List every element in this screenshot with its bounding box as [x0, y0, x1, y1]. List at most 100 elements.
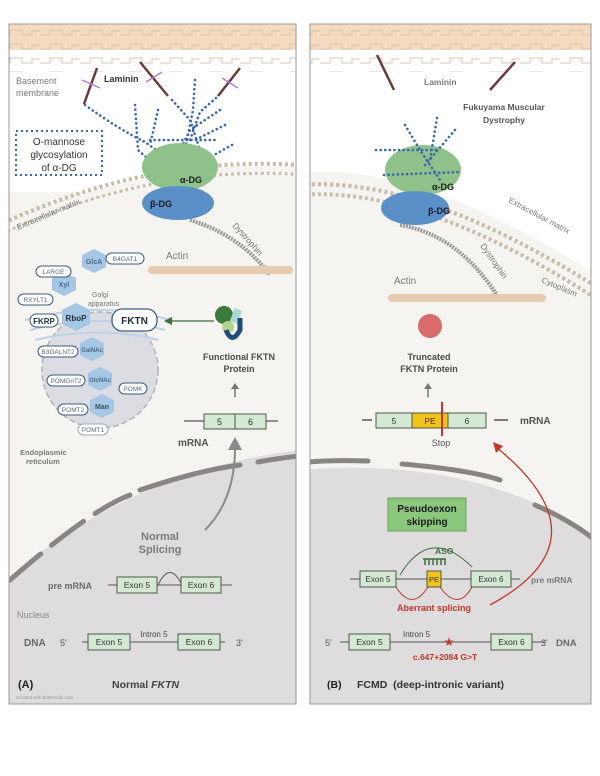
b3galnt2-label: B3GALNT2 — [41, 349, 75, 356]
normal-splicing-label-1: Normal — [141, 531, 179, 543]
aberrant-splice-arc-2 — [439, 586, 473, 600]
pomt1-enzyme-pill — [77, 423, 109, 436]
glycosylation-label-2: glycosylation — [30, 150, 87, 161]
glca-sugar-icon — [82, 249, 106, 273]
pre-mrna-pseudoexon — [426, 570, 442, 588]
functional-fktn-protein-icon — [215, 306, 243, 340]
sugar-chain — [52, 249, 114, 418]
actin-label-b: Actin — [394, 276, 416, 287]
mrna-exon-5-label: 5 — [217, 417, 222, 427]
three-prime-label-a: 3' — [236, 638, 243, 648]
truncated-protein-label-2: FKTN Protein — [400, 364, 458, 374]
stop-label: Stop — [432, 438, 451, 448]
panel-b-border — [309, 23, 592, 705]
pre-mrna-pe-label: PE — [429, 575, 439, 584]
biorender-credit: Created with BioRender.com — [16, 695, 74, 700]
pomgnt2-label: POMGnT2 — [50, 378, 81, 385]
mrna-label-b: mRNA — [520, 416, 551, 427]
alpha-dg-shape-b — [385, 145, 461, 195]
mrna-segment-6-label: 6 — [465, 416, 470, 426]
dna-exon-6-label-b: Exon 6 — [498, 637, 525, 647]
panel-a-title-prefix: Normal — [112, 679, 151, 691]
intron-5-label-b: Intron 5 — [403, 630, 431, 639]
golgi-label-1: Golgi — [92, 292, 109, 299]
pomt1-label: POMT1 — [82, 427, 105, 434]
fktn-enzyme-pill[interactable] — [111, 308, 158, 332]
golgi-label-2: apparatus — [88, 301, 120, 308]
arrowhead-icon — [493, 442, 503, 453]
rbop-label: RboP — [66, 314, 88, 323]
actin-filament-icon — [148, 266, 293, 274]
functional-protein-label-1: Functional FKTN — [203, 352, 275, 362]
arrow-up-icon — [424, 383, 432, 389]
mrna-a: 5 6 — [203, 413, 267, 430]
aberrant-splicing-label: Aberrant splicing — [397, 603, 471, 613]
splice-arc — [157, 572, 183, 586]
functional-protein-label-2: Protein — [223, 364, 254, 374]
panel-a-border — [8, 23, 297, 705]
galnac-sugar-icon — [80, 337, 104, 361]
disease-label-1: Fukuyama Muscular — [463, 102, 545, 112]
panel-a-letter: (A) — [18, 679, 34, 691]
pseudoexon-label-1: Pseudoexon — [397, 504, 456, 515]
intron-5-label-a: Intron 5 — [140, 630, 168, 639]
pre-mrna-exon-5-label-b: Exon 5 — [366, 575, 391, 584]
aso-comb-icon — [423, 558, 446, 565]
rxylt1-label: RXYLT1 — [23, 297, 47, 304]
mrna-segment-pe-label: PE — [424, 416, 436, 426]
fktn-label: FKTN — [121, 316, 148, 327]
laminin-label-a: Laminin — [104, 74, 139, 84]
beta-dg-shape-b — [381, 191, 449, 225]
dna-exon-6-label-a: Exon 6 — [186, 637, 213, 647]
er-label-1: Endoplasmic — [20, 448, 67, 457]
dna-exon-6-b — [490, 633, 533, 651]
galnac-label: GalNAc — [81, 348, 103, 354]
pre-mrna-exon-5-b — [359, 570, 397, 588]
five-prime-label-b: 5' — [325, 638, 332, 648]
glcnac-sugar-icon — [88, 367, 112, 391]
pre-mrna-exon-6 — [180, 576, 222, 594]
glcnac-label: GlcNAc — [89, 378, 111, 384]
pomt2-enzyme-pill — [57, 403, 89, 416]
dystroglycan-complex-a: α-DG β-DG — [142, 143, 218, 220]
alpha-dg-shape — [142, 143, 218, 191]
dna-exon-5-b — [348, 633, 391, 651]
pre-mrna-exon-6-b — [470, 570, 512, 588]
b3galnt2-enzyme-pill — [37, 345, 79, 358]
aberrant-splice-arc-1 — [395, 586, 429, 600]
mrna-exon-6-label: 6 — [248, 417, 253, 427]
mrna-label-a: mRNA — [178, 438, 209, 449]
beta-dg-label-a: β-DG — [150, 199, 172, 209]
pomgnt2-enzyme-pill — [46, 374, 86, 387]
pre-mrna-exon-5-label: Exon 5 — [124, 580, 151, 590]
basement-membrane-label-2: membrane — [16, 88, 59, 98]
nucleus-label: Nucleus — [17, 610, 50, 620]
xyl-label: Xyl — [59, 282, 70, 289]
glycosylation-label-3: of α-DG — [41, 163, 76, 174]
dna-label-b: DNA — [556, 638, 577, 649]
pseudoexon-label-2: skipping — [406, 517, 447, 528]
aso-label: ASO — [435, 546, 454, 556]
variant-star-icon: ★ — [444, 635, 455, 649]
pre-mrna-exon-6-label: Exon 6 — [188, 580, 215, 590]
dystrophin-icon-b — [399, 223, 502, 302]
b4gat1-enzyme-pill — [105, 252, 145, 265]
mrna-exon-6-b — [447, 412, 487, 429]
pomk-label: POMK — [123, 386, 143, 393]
large-label: LARGE — [42, 269, 65, 276]
man-label: Man — [95, 404, 109, 411]
pre-mrna-exon-5 — [116, 576, 158, 594]
mrna-segment-5-label: 5 — [392, 416, 397, 426]
laminin-icon-b — [375, 54, 516, 91]
alpha-dg-label-a: α-DG — [180, 175, 202, 185]
pre-mrna-exon-6-label-b: Exon 6 — [479, 575, 504, 584]
dna-exon-5-label-b: Exon 5 — [356, 637, 383, 647]
dystroglycan-complex-b: α-DG β-DG — [374, 116, 462, 225]
man-sugar-icon — [90, 394, 114, 418]
dna-label-a: DNA — [24, 638, 46, 649]
pre-mrna-label-b: pre mRNA — [531, 575, 573, 585]
fkrp-label: FKRP — [33, 317, 55, 326]
b4gat1-label: B4GAT1 — [113, 256, 138, 263]
xyl-sugar-icon — [52, 272, 76, 296]
